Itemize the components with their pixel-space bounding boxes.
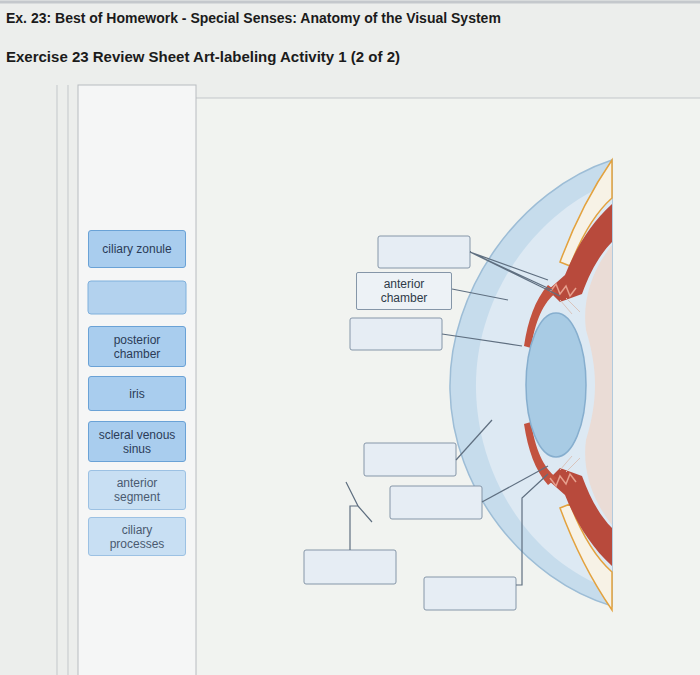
label-text: scleral venous sinus (94, 428, 180, 456)
zonule-fibres (560, 298, 580, 472)
ciliary-body (548, 468, 612, 566)
label-chip: posterior chamber (88, 326, 186, 367)
label-chip: anterior segment (88, 470, 186, 510)
leader-lines (346, 252, 560, 585)
answer-box: anterior chamber (356, 272, 452, 310)
label-bank (78, 85, 196, 675)
work-area (196, 98, 700, 675)
label-text: ciliary processes (94, 523, 180, 551)
empty-box (350, 318, 442, 350)
text-stack: scleral venous sinus (94, 428, 180, 456)
lens (526, 313, 586, 457)
empty-box (378, 236, 470, 268)
text-stack: posterior chamber (94, 333, 180, 361)
top-bar (0, 1, 700, 4)
label-text: anterior segment (94, 476, 180, 504)
label-chip: scleral venous sinus (88, 421, 186, 462)
page-title: Ex. 23: Best of Homework - Special Sense… (6, 10, 501, 26)
divider (196, 98, 700, 99)
ciliary-process-ridges (550, 284, 576, 296)
ciliary-body (548, 204, 612, 302)
label-text: iris (129, 387, 144, 401)
empty-box (364, 443, 456, 476)
label-chip: iris (88, 376, 186, 411)
vitreous (585, 245, 612, 525)
label-text: posterior chamber (94, 333, 180, 361)
ciliary-process-ridges (550, 474, 576, 486)
text-stack: ciliary zonule (102, 242, 171, 256)
text-stack: iris (129, 387, 144, 401)
empty-chip (88, 281, 186, 314)
label-chip: ciliary zonule (88, 230, 186, 268)
panel-line (68, 85, 69, 675)
text-stack: anterior segment (94, 476, 180, 504)
panel-line (57, 85, 58, 675)
empty-box (424, 577, 516, 610)
label-text: anterior chamber (362, 277, 446, 305)
label-text: ciliary zonule (102, 242, 171, 256)
anterior-chamber-fill (476, 182, 612, 590)
cornea (450, 160, 612, 606)
empty-box (304, 550, 396, 584)
text-stack: anterior chamber (362, 277, 446, 305)
empty-box (390, 486, 482, 519)
text-stack: ciliary processes (94, 523, 180, 551)
page-heading: Exercise 23 Review Sheet Art-labeling Ac… (6, 48, 400, 65)
label-chip: ciliary processes (88, 517, 186, 556)
